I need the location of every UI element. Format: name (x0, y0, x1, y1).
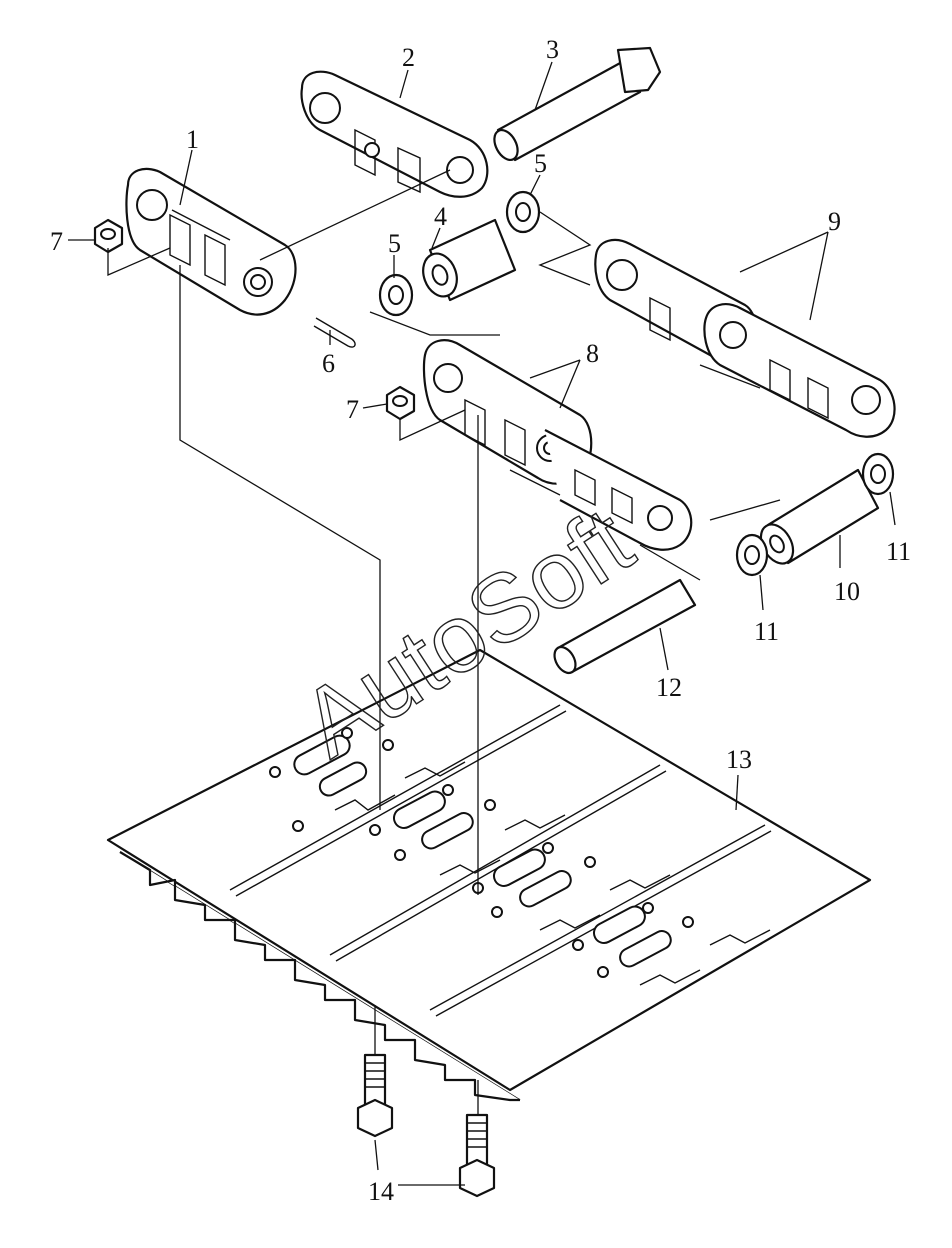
master-link-part-8 (422, 339, 693, 551)
callout-5-left: 5 (388, 229, 401, 258)
cotter-pin-part-6 (313, 317, 356, 348)
bushing-part-4 (422, 218, 517, 302)
link-part-2 (300, 70, 489, 198)
callout-8: 8 (586, 339, 599, 368)
callout-3: 3 (546, 35, 559, 64)
shoe-bolt-part-14 (356, 1053, 496, 1198)
callout-11-right: 11 (886, 537, 911, 566)
nut-part-7 (93, 218, 416, 421)
pin-part-3 (493, 46, 662, 162)
link-part-1 (125, 167, 297, 316)
callout-labels: 1 2 3 4 5 5 6 7 7 8 9 10 11 11 12 13 14 (50, 35, 911, 1206)
bushing-part-10 (759, 468, 880, 565)
callout-9: 9 (828, 207, 841, 236)
callout-11-bottom: 11 (754, 617, 779, 646)
seal-part-11 (735, 452, 895, 577)
master-pin-part-12 (553, 578, 697, 675)
callout-10: 10 (834, 577, 860, 606)
callout-13: 13 (726, 745, 752, 774)
callout-6: 6 (322, 349, 335, 378)
callout-14: 14 (368, 1177, 394, 1206)
link-part-9 (594, 238, 896, 438)
callout-1: 1 (186, 125, 199, 154)
callout-7-left: 7 (50, 227, 63, 256)
callout-2: 2 (402, 43, 415, 72)
callout-leaders (68, 61, 896, 1186)
callout-5-right: 5 (534, 149, 547, 178)
track-shoe-plates (106, 648, 872, 1102)
seal-part-5 (378, 190, 541, 317)
callout-7-middle: 7 (346, 395, 359, 424)
callout-4: 4 (434, 202, 447, 231)
callout-12: 12 (656, 673, 682, 702)
assembly-lines (107, 169, 781, 1115)
